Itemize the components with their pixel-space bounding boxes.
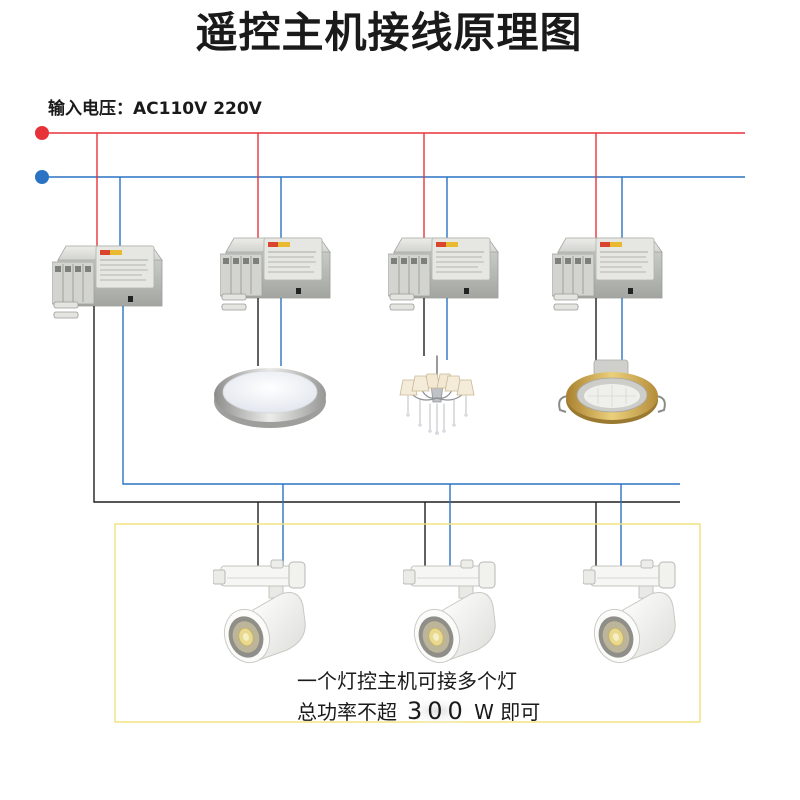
controller-3: [388, 237, 499, 311]
controller-4: [552, 237, 663, 311]
track-light-2: [403, 559, 496, 669]
note-line-2-prefix: 总功率不超: [297, 700, 397, 724]
neutral-terminal-dot: [35, 170, 49, 184]
controller-2: [220, 237, 331, 311]
note-line-2: 总功率不超 300 W 即可: [297, 697, 540, 725]
live-terminal-dot: [35, 126, 49, 140]
track-light-group-frame: [114, 523, 701, 723]
ceiling-light-icon: [214, 368, 326, 428]
track-light-1: [213, 559, 306, 669]
note-line-1: 一个灯控主机可接多个灯: [297, 669, 517, 693]
track-light-3: [583, 559, 676, 669]
controller-1: [52, 245, 163, 319]
load-bus-line: [93, 306, 680, 503]
page-title: 遥控主机接线原理图: [195, 8, 582, 57]
chandelier-icon: [399, 355, 475, 435]
neutral-bus-line: [122, 306, 680, 485]
note-line-2-suffix: W 即可: [468, 700, 541, 724]
downlight-icon: [558, 359, 666, 424]
note-power-value: 300: [407, 697, 468, 725]
note-highlight: [402, 696, 474, 726]
input-voltage-label: 输入电压：AC110V 220V: [48, 98, 263, 119]
